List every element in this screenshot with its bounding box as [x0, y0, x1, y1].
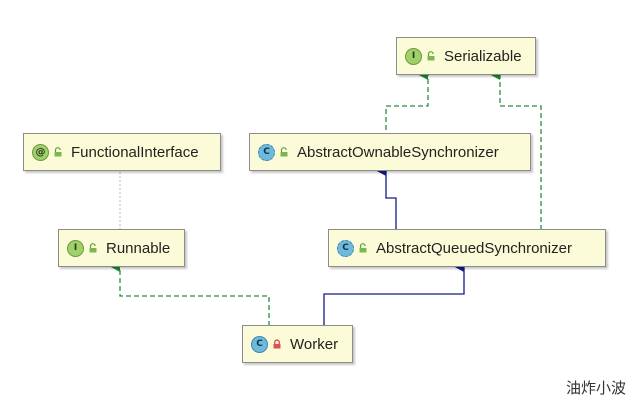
node-worker[interactable]: C Worker — [242, 325, 353, 363]
abstract-class-badge-icon: C — [337, 239, 354, 257]
edge-aqs-implements-serializable — [489, 68, 542, 230]
edge-worker-implements-runnable — [109, 260, 270, 326]
public-visibility-icon — [53, 147, 63, 157]
node-runnable[interactable]: I Runnable — [58, 229, 185, 267]
class-badge-icon: C — [251, 335, 268, 353]
private-lock-icon — [272, 339, 282, 349]
edge-aos-implements-serializable — [385, 68, 429, 138]
node-label: Runnable — [106, 239, 171, 257]
public-visibility-icon — [358, 243, 368, 253]
node-abstract-ownable-synchronizer[interactable]: C AbstractOwnableSynchronizer — [249, 133, 531, 171]
interface-badge-icon: I — [405, 47, 422, 65]
abstract-class-badge-icon: C — [258, 143, 275, 161]
node-label: FunctionalInterface — [71, 143, 199, 161]
node-label: Serializable — [444, 47, 522, 65]
annotation-badge-icon: @ — [32, 143, 49, 161]
edge-aqs-extends-aos — [375, 164, 397, 230]
node-functional-interface[interactable]: @ FunctionalInterface — [23, 133, 221, 171]
edge-worker-extends-aqs — [323, 260, 465, 326]
public-visibility-icon — [426, 51, 436, 61]
node-serializable[interactable]: I Serializable — [396, 37, 536, 75]
watermark: 油炸小波 — [565, 379, 626, 397]
public-visibility-icon — [279, 147, 289, 157]
public-visibility-icon — [88, 243, 98, 253]
node-label: Worker — [290, 335, 339, 353]
node-label: AbstractOwnableSynchronizer — [297, 143, 499, 161]
node-abstract-queued-synchronizer[interactable]: C AbstractQueuedSynchronizer — [328, 229, 606, 267]
interface-badge-icon: I — [67, 239, 84, 257]
node-label: AbstractQueuedSynchronizer — [376, 239, 572, 257]
